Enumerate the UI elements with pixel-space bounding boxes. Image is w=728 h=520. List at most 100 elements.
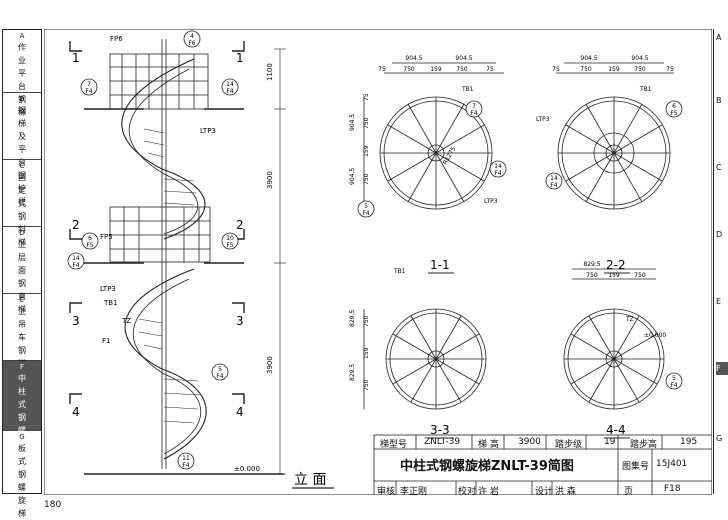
sidebar-letter: D	[19, 229, 25, 237]
plan-2-2-ltp3: LTP3	[536, 116, 550, 123]
plan-1-1-vdim-75a: 75	[363, 93, 370, 101]
sidebar-item-b[interactable]: B 钢梯及平台钢护栏	[3, 93, 41, 206]
plan-4-4-dim-d: 750	[634, 272, 646, 279]
tb-page-value: F18	[664, 484, 681, 494]
callout-ref: F4	[470, 110, 477, 117]
plan-3-3-vdim-2: 829.5	[349, 364, 356, 381]
sidebar-label: 固定式钢斜梯	[18, 173, 26, 247]
tb-design-label: 设计	[535, 487, 554, 497]
plan-4-4-dim-top: 829.5	[583, 261, 600, 268]
plan-2-2-title: 2-2	[606, 258, 626, 272]
elevation-title: 立 面	[294, 472, 326, 488]
callout-ref: F4	[85, 88, 92, 95]
plan-1-1-ltp3: LTP3	[484, 198, 498, 205]
right-strip-letter[interactable]: D	[716, 230, 723, 239]
callout-num: 14	[72, 255, 80, 262]
tb-height-label: 梯 高	[478, 440, 499, 450]
plan-1-1-vdim-750b: 750	[363, 173, 370, 185]
label-ltp3-upper: LTP3	[200, 127, 216, 135]
right-strip-letter[interactable]: B	[716, 96, 722, 105]
section-mark-4-right: 4	[236, 405, 244, 419]
sidebar-item-e[interactable]: E上吊车钢梯	[3, 294, 41, 368]
plan-1-1-vdim-1: 904.5	[349, 114, 356, 131]
plan-3-3	[363, 308, 487, 410]
plan-1-1-title: 1-1	[430, 258, 450, 272]
plan-4-4-tz: TZ	[625, 316, 634, 323]
elevation-treads	[138, 128, 201, 424]
callout-ref: F5	[670, 110, 677, 117]
right-strip-letter[interactable]: E	[716, 297, 722, 306]
plan-1-1-dim-a: 75	[378, 66, 386, 73]
right-strip-letter[interactable]: G	[716, 434, 723, 443]
plan-1-1-dim-b: 750	[403, 66, 415, 73]
plan-1-1-dim-c: 159	[430, 66, 442, 73]
label-fp5: FP5	[100, 233, 113, 241]
tb-check-label: 校对	[458, 487, 477, 497]
label-f1: F1	[102, 337, 110, 345]
callout-num: 14	[550, 175, 558, 182]
label-tz-elev: TZ	[121, 317, 131, 325]
right-strip-letter[interactable]: C	[716, 163, 722, 172]
section-mark-4-left: 4	[72, 405, 80, 419]
right-strip-letter[interactable]: F	[716, 362, 728, 375]
elevation-view	[84, 39, 284, 475]
plan-1-1	[363, 62, 504, 210]
plan-3-3-vdim-750b: 750	[363, 379, 370, 391]
label-tb1-elev: TB1	[103, 299, 118, 307]
plan-2-2-treads	[558, 97, 670, 209]
right-strip-letter[interactable]: A	[716, 33, 722, 42]
callout-ref: F4	[494, 170, 501, 177]
plan-1-1-tb1: TB1	[461, 86, 474, 93]
plan-1-1-dim-top-1: 904.5	[405, 55, 422, 62]
section-mark-1-right: 1	[236, 51, 244, 65]
section-mark-3-right: 3	[236, 314, 244, 328]
page-number: 180	[44, 500, 62, 510]
plan-3-3-vdim-1: 829.5	[349, 310, 356, 327]
callout-ref: F4	[226, 88, 233, 95]
sidebar-letter: F	[19, 363, 25, 371]
tb-model-label: 梯型号	[380, 440, 408, 450]
callout-ref: F4	[72, 262, 79, 269]
sidebar-label: 钢梯及平台钢护栏	[18, 106, 26, 206]
section-marks	[69, 41, 245, 404]
section-mark-2-left: 2	[72, 218, 80, 232]
plan-2-2-dim-top-1: 904.5	[580, 55, 597, 62]
tb-atlas-label: 图集号	[622, 462, 650, 472]
dim-1100: 1100	[266, 63, 274, 81]
sidebar-letter: B	[19, 95, 25, 103]
callout-ref: F5	[86, 242, 93, 249]
callout-num: 14	[226, 81, 234, 88]
tb-rise-value: 195	[680, 437, 698, 447]
tb-model-value: ZNLT-39	[424, 437, 461, 447]
callout-num: 4	[190, 33, 194, 40]
sidebar-label: 板式钢螺旋梯	[18, 444, 26, 518]
title-block	[373, 434, 712, 495]
tb-review-label: 审核	[377, 487, 396, 497]
plan-2-2-dim-d: 750	[634, 66, 646, 73]
ground-level: ±0.000	[234, 465, 260, 473]
callout-num: 14	[494, 163, 502, 170]
plan-2-2-dim-e: 75	[666, 66, 674, 73]
section-mark-1-left: 1	[72, 51, 80, 65]
callout-num: 5	[218, 366, 222, 373]
plan-1-1-callouts	[357, 100, 507, 218]
sidebar-letter: A	[19, 32, 25, 40]
label-fp6: FP6	[110, 35, 123, 43]
callout-ref: F4	[216, 373, 223, 380]
plan-2-2	[556, 62, 674, 210]
callout-num: 5	[672, 375, 676, 382]
plan-1-1-vdim-159: 159	[363, 145, 370, 157]
right-index-strip: A B C D E F G	[713, 29, 728, 494]
plan-3-3-vdim-750a: 750	[363, 315, 370, 327]
section-mark-2-right: 2	[236, 218, 244, 232]
dim-3900-lower: 3900	[266, 356, 274, 374]
label-ltp3-elev: LTP3	[100, 285, 116, 293]
tb-reviewer: 李正刚	[400, 487, 428, 497]
callout-num: 5	[364, 203, 368, 210]
